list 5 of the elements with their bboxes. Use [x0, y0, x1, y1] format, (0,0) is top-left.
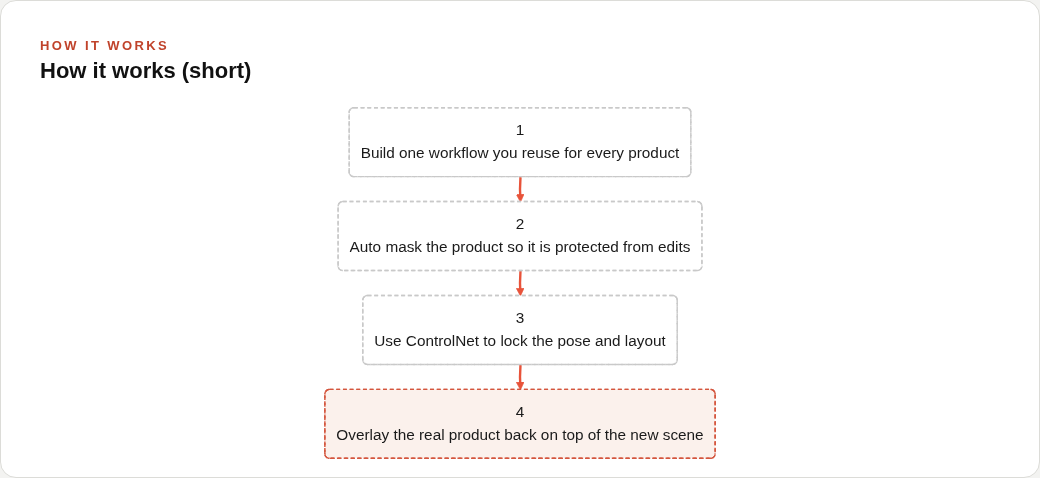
eyebrow-label: HOW IT WORKS: [40, 38, 170, 53]
arrow: [516, 270, 525, 297]
arrow: [516, 177, 525, 203]
diagram-title: How it works (short): [40, 58, 252, 84]
arrow: [516, 364, 525, 391]
